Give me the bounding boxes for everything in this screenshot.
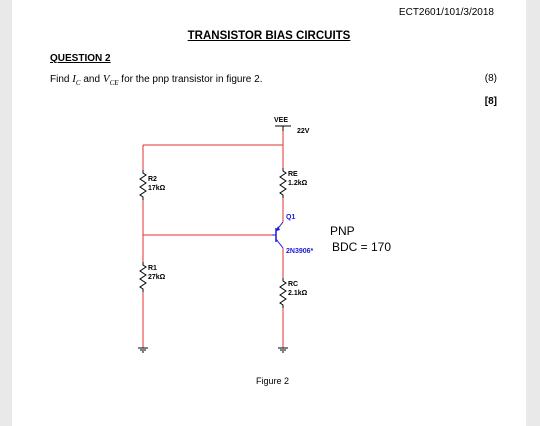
ground-right-icon <box>278 347 288 353</box>
r1-value: 27kΩ <box>148 274 166 281</box>
transistor-part: 2N3906* <box>286 248 314 255</box>
question-text-and: and <box>83 74 101 85</box>
question-heading: QUESTION 2 <box>50 53 111 64</box>
pnp-transistor <box>272 221 284 249</box>
ground-left-icon <box>138 347 148 353</box>
re-value: 1.2kΩ <box>288 180 308 187</box>
r2-value: 17kΩ <box>148 185 166 192</box>
question-marks: (8) <box>484 73 497 84</box>
total-marks: [8] <box>484 96 497 107</box>
r1-resistor <box>139 262 147 292</box>
supply-name: VEE <box>274 117 288 124</box>
vce-symbol: V <box>102 73 110 85</box>
document-page: ECT2601/101/3/2018 TRANSISTOR BIAS CIRCU… <box>12 0 526 426</box>
vce-subscript: CE <box>109 79 119 87</box>
re-name: RE <box>288 171 298 178</box>
ic-symbol: I <box>72 73 76 85</box>
circuit-wires <box>142 131 284 348</box>
page-title: TRANSISTOR BIAS CIRCUITS <box>187 30 351 42</box>
r2-name: R2 <box>148 176 157 183</box>
emitter-arrow-icon <box>276 226 280 231</box>
r2-resistor <box>139 170 147 200</box>
question-text-rest: for the pnp transistor in figure 2. <box>121 74 263 85</box>
rc-name: RC <box>288 281 298 288</box>
supply-value: 22V <box>297 128 310 135</box>
ic-subscript: C <box>75 79 81 87</box>
transistor-name: Q1 <box>286 214 295 221</box>
circuit-diagram: VEE 22V R2 17kΩ R1 27kΩ RE 1.2kΩ RC 2.1k… <box>138 117 391 353</box>
rc-value: 2.1kΩ <box>288 290 308 297</box>
document-reference: ECT2601/101/3/2018 <box>398 7 494 18</box>
transistor-type-label: PNP <box>330 224 355 238</box>
question-text-find: Find <box>50 74 70 85</box>
r1-name: R1 <box>148 265 157 272</box>
question-text: Find IC and VCE for the pnp transistor i… <box>50 73 262 87</box>
beta-label: BDC = 170 <box>332 240 391 254</box>
re-resistor <box>279 168 287 198</box>
rc-resistor <box>279 278 287 308</box>
figure-caption: Figure 2 <box>256 376 290 386</box>
